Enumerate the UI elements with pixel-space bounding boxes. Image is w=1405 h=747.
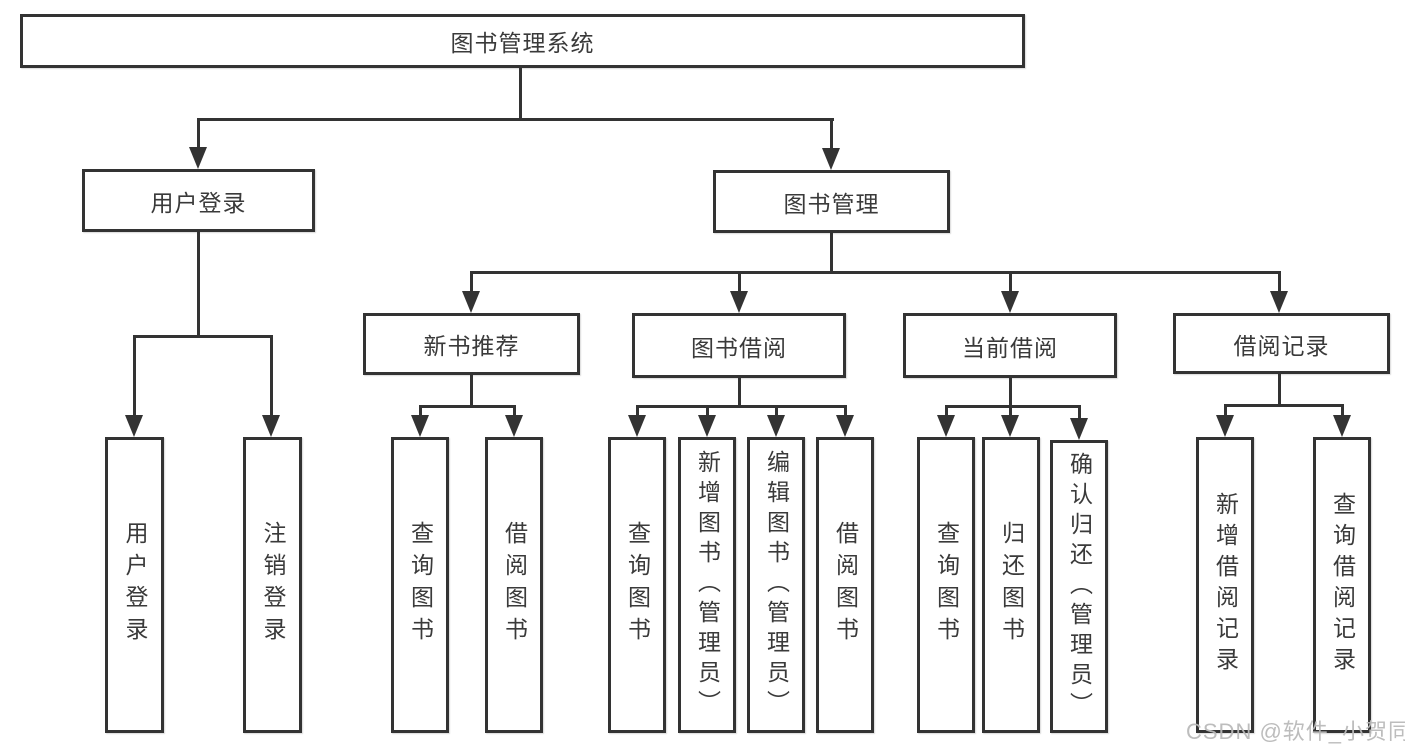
line-drop-bb-borrow	[844, 405, 847, 419]
leaf-return-books: 归还图书	[982, 437, 1040, 733]
line-drop-leaf-logout	[270, 335, 273, 417]
line-user-login-drop	[197, 232, 200, 338]
arrowhead-bb-borrow-icon	[836, 415, 854, 437]
line-book-borrowing-rail	[636, 405, 847, 408]
node-new-book-recommend-label: 新书推荐	[423, 333, 520, 359]
line-book-mgmt-drop	[830, 233, 833, 274]
line-root-drop	[519, 68, 522, 120]
leaf-confirm-return-admin-label: 确认归还（管理员）	[1066, 451, 1093, 722]
arrowhead-borrow-record-icon	[1270, 291, 1288, 313]
leaf-user-login: 用户登录	[105, 437, 164, 733]
line-drop-nb-borrow	[513, 405, 516, 419]
leaf-newbook-borrow-books-label: 借阅图书	[501, 521, 528, 649]
line-drop-bb-add	[706, 405, 709, 419]
arrowhead-book-borrow-icon	[730, 291, 748, 313]
leaf-return-books-label: 归还图书	[998, 521, 1025, 649]
leaf-edit-books-admin: 编辑图书（管理员）	[747, 437, 805, 733]
line-drop-book-borrow	[738, 271, 741, 295]
node-current-borrowing: 当前借阅	[903, 313, 1117, 378]
leaf-newbook-borrow-books: 借阅图书	[485, 437, 543, 733]
node-user-login: 用户登录	[82, 169, 315, 232]
line-new-book-drop	[470, 375, 473, 408]
node-book-management: 图书管理	[713, 170, 950, 233]
node-book-borrowing-label: 图书借阅	[691, 334, 787, 361]
arrowhead-nb-query-icon	[411, 415, 429, 437]
node-borrow-records: 借阅记录	[1173, 313, 1390, 374]
arrowhead-br-query-icon	[1333, 415, 1351, 437]
arrowhead-leaf-login-icon	[125, 415, 143, 437]
line-current-borrowing-rail	[945, 405, 1081, 408]
leaf-add-books-admin: 新增图书（管理员）	[678, 437, 736, 733]
arrowhead-cb-confirm-icon	[1070, 418, 1088, 440]
leaf-borrow-query-books: 查询图书	[608, 437, 666, 733]
leaf-add-borrow-record-label: 新增借阅记录	[1212, 492, 1239, 678]
line-drop-br-add	[1224, 404, 1227, 419]
node-book-management-label: 图书管理	[783, 190, 880, 217]
arrowhead-book-mgmt-icon	[822, 148, 840, 170]
leaf-current-query-books: 查询图书	[917, 437, 975, 733]
line-drop-bb-edit	[775, 405, 778, 419]
arrowhead-new-book-icon	[462, 291, 480, 313]
line-drop-borrow-record	[1278, 271, 1281, 295]
line-borrow-records-rail	[1224, 404, 1344, 407]
leaf-user-login-label: 用户登录	[122, 521, 148, 649]
arrowhead-bb-add-icon	[698, 415, 716, 437]
arrowhead-cb-return-icon	[1001, 415, 1019, 437]
line-new-book-rail	[419, 405, 516, 408]
line-drop-book-mgmt	[830, 118, 833, 151]
leaf-newbook-query-books: 查询图书	[391, 437, 449, 733]
node-root-system: 图书管理系统	[20, 14, 1025, 68]
line-drop-nb-query	[419, 405, 422, 419]
line-level2-rail	[197, 118, 834, 121]
leaf-add-borrow-record: 新增借阅记录	[1196, 437, 1254, 733]
node-root-label: 图书管理系统	[450, 30, 595, 56]
line-drop-cb-confirm	[1078, 405, 1081, 421]
arrowhead-bb-query-icon	[628, 415, 646, 437]
leaf-newbook-query-books-label: 查询图书	[407, 521, 434, 649]
arrowhead-nb-borrow-icon	[505, 415, 523, 437]
arrowhead-cb-query-icon	[937, 415, 955, 437]
line-drop-bb-query	[636, 405, 639, 419]
line-book-borrowing-drop	[738, 378, 741, 408]
csdn-watermark: CSDN @软件_小贺同学	[1186, 719, 1405, 744]
line-borrow-records-drop	[1278, 374, 1281, 407]
leaf-edit-books-admin-label: 编辑图书（管理员）	[763, 450, 790, 720]
line-drop-cb-return	[1009, 405, 1012, 419]
leaf-borrow-books-label: 借阅图书	[832, 521, 859, 649]
leaf-confirm-return-admin: 确认归还（管理员）	[1050, 440, 1108, 733]
line-current-borrowing-drop	[1009, 378, 1012, 408]
node-user-login-label: 用户登录	[150, 189, 247, 216]
arrowhead-leaf-logout-icon	[262, 415, 280, 437]
line-drop-leaf-login	[133, 335, 136, 417]
leaf-current-query-books-label: 查询图书	[933, 521, 960, 649]
line-drop-cb-query	[945, 405, 948, 419]
node-book-borrowing: 图书借阅	[632, 313, 846, 378]
line-drop-new-book	[470, 271, 473, 295]
node-new-book-recommend: 新书推荐	[363, 313, 580, 375]
leaf-query-borrow-record: 查询借阅记录	[1313, 437, 1371, 733]
line-user-login-rail	[133, 335, 273, 338]
leaf-borrow-query-books-label: 查询图书	[624, 521, 651, 649]
node-borrow-records-label: 借阅记录	[1233, 332, 1330, 359]
leaf-logout-label: 注销登录	[260, 521, 286, 649]
arrowhead-bb-edit-icon	[767, 415, 785, 437]
line-drop-current-borrow	[1009, 271, 1012, 295]
leaf-query-borrow-record-label: 查询借阅记录	[1329, 492, 1356, 678]
line-drop-user-login	[197, 118, 200, 150]
node-current-borrowing-label: 当前借阅	[962, 334, 1058, 361]
leaf-add-books-admin-label: 新增图书（管理员）	[694, 450, 721, 720]
leaf-logout: 注销登录	[243, 437, 302, 733]
arrowhead-current-borrow-icon	[1001, 291, 1019, 313]
line-drop-br-query	[1341, 404, 1344, 419]
line-level3-rail	[470, 271, 1281, 274]
arrowhead-user-login-icon	[189, 147, 207, 169]
leaf-borrow-books: 借阅图书	[816, 437, 874, 733]
arrowhead-br-add-icon	[1216, 415, 1234, 437]
